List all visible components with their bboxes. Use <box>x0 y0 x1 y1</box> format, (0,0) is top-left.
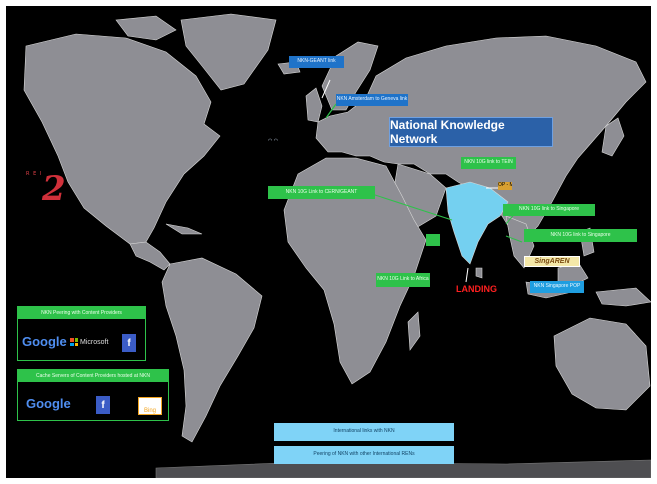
google-logo-2: Google <box>26 396 71 411</box>
bing-logo: Bing <box>138 397 162 415</box>
cache-panel: Cache Servers of Content Providers hoste… <box>17 369 169 421</box>
singaren-logo: SingAREN <box>524 256 580 267</box>
label-link-mumbai-pop: NKN POP - Mumbai <box>498 182 512 190</box>
india <box>445 181 509 265</box>
brand-mark: 2 <box>42 169 66 209</box>
caribbean <box>165 223 203 235</box>
facebook-logo-2: f <box>96 396 110 414</box>
cache-caption: Cache Servers of Content Providers hoste… <box>18 370 168 382</box>
google-logo: Google <box>22 334 67 349</box>
map-title: National Knowledge Network <box>389 117 553 147</box>
microsoft-logo: Microsoft <box>70 338 108 346</box>
label-link-geneva-cern: NKN 10G Link to CERN/GEANT <box>268 186 375 199</box>
cern-icon: ◠ ◠ <box>268 138 279 144</box>
label-intl-links: International links with NKN <box>274 423 454 441</box>
label-peering: Peering of NKN with other International … <box>274 446 454 464</box>
japan <box>601 117 625 157</box>
greenland <box>180 13 277 91</box>
label-link-amsterdam: NKN Amsterdam to Geneva link <box>336 94 408 106</box>
south-america <box>161 257 263 443</box>
label-link-singapore-c: NKN Singapore POP <box>530 281 584 293</box>
label-link-africa: NKN 10G Link to Africa <box>376 273 430 287</box>
facebook-logo: f <box>122 334 136 352</box>
label-link-singapore-a: NKN 10G link to Singapore <box>503 204 595 216</box>
peering-panel: NKN Peering with Content Providers Googl… <box>17 306 146 361</box>
world-map: NKN-GEANT link NKN Amsterdam to Geneva l… <box>6 6 651 478</box>
uk <box>305 87 323 123</box>
brand-prefix: R E I <box>26 171 43 177</box>
chennai-pop-marker: LANDING <box>456 284 497 294</box>
madagascar <box>407 311 421 351</box>
label-link-europe-top: NKN-GEANT link <box>289 56 344 68</box>
new-guinea <box>595 287 651 307</box>
arctic-islands <box>115 15 177 41</box>
central-america <box>129 241 171 271</box>
peering-caption: NKN Peering with Content Providers <box>18 307 145 319</box>
australia <box>553 317 651 411</box>
label-link-china: NKN 10G link to TEIN <box>461 157 516 169</box>
north-america <box>23 33 221 245</box>
microsoft-icon <box>70 338 78 346</box>
label-link-singapore-b: NKN 10G link to Singapore <box>524 229 637 242</box>
sri-lanka <box>475 267 483 279</box>
africa <box>283 157 427 385</box>
label-kenya-marker <box>426 234 440 246</box>
